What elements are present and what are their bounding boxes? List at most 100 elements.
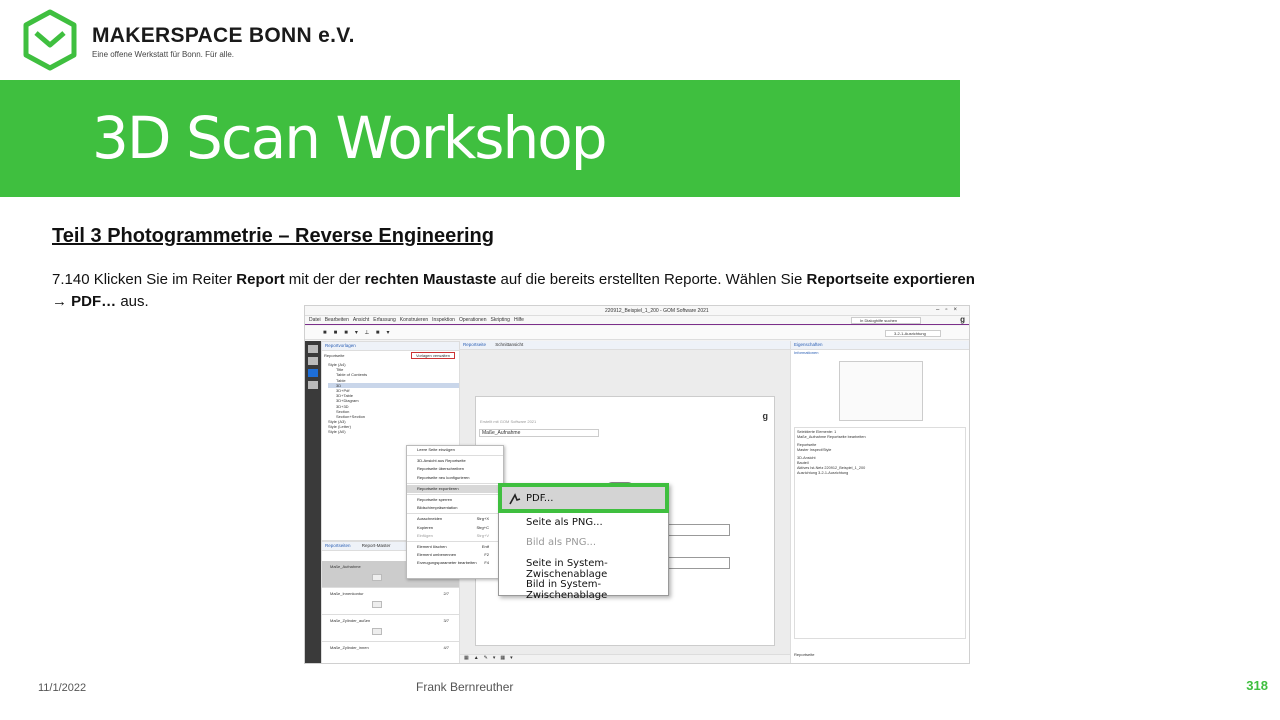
tab-schnittansicht[interactable]: Schnittansicht — [495, 342, 524, 347]
tree-item[interactable]: Section — [336, 408, 350, 414]
menu-item-png-page[interactable]: Seite als PNG... — [526, 517, 603, 528]
toolbar-icons[interactable]: ■■■▾⟂■▾ — [323, 330, 397, 336]
menu-bearbeiten[interactable]: Bearbeiten — [324, 317, 349, 323]
menu-erfassung[interactable]: Erfassung — [373, 317, 396, 323]
tab-reportvorlagen[interactable]: Reportvorlagen — [322, 342, 459, 351]
context-menu-label: Einfügen — [417, 532, 433, 538]
menu-separator — [407, 493, 503, 495]
tree-item[interactable]: 3D+3D — [336, 403, 349, 409]
tree-item[interactable]: Table — [336, 377, 346, 383]
menu-item-png-image[interactable]: Bild als PNG... — [526, 537, 597, 548]
context-menu-label: Bildschirmpräsentation — [417, 505, 458, 511]
alignment-select[interactable]: 3-2-1-Ausrichtung — [885, 330, 941, 337]
help-search-input[interactable]: In Dialoghilfe suchen — [851, 317, 921, 324]
context-menu-label: Element umbenennen — [417, 552, 457, 558]
context-menu-label: Ausschneiden — [417, 516, 443, 522]
menu-separator — [407, 482, 503, 484]
context-menu-item[interactable]: Leere Seite einzügen — [407, 446, 503, 454]
context-menu-label: Reportseite überschreiben — [417, 466, 464, 472]
tab-report-master[interactable]: Report-Master — [361, 543, 391, 548]
menu-item-clipboard-page[interactable]: Seite in System-Zwischenablage — [526, 558, 608, 580]
context-menu-item[interactable]: Reportseite sperren — [407, 496, 503, 504]
property-row: Reportseite — [797, 443, 817, 447]
report-thumb-icon — [372, 574, 382, 581]
instr-part: mit der der — [284, 271, 365, 288]
tab-eigenschaften[interactable]: Eigenschaften — [791, 341, 969, 350]
context-menu-item[interactable]: Reportseite neu konfigurieren — [407, 474, 503, 482]
report-card[interactable]: Maße_Zylinder_außen 3/7 — [322, 615, 459, 642]
brand: MAKERSPACE BONN e.V. Eine offene Werksta… — [92, 24, 355, 59]
tree-item[interactable]: Style (A3) — [328, 419, 346, 425]
menu-datei[interactable]: Datei — [309, 317, 321, 323]
shortcut-key: Strg+V — [476, 532, 489, 538]
report-card-page: 3/7 — [443, 618, 449, 623]
menu-separator — [407, 455, 503, 457]
grid-icon[interactable] — [308, 381, 318, 389]
report-card-name: Maße_Aufnahme — [330, 564, 361, 569]
tree-item[interactable]: 3D+Pdf — [336, 387, 350, 393]
page-title-field[interactable]: Maße_Aufnahme — [479, 429, 599, 437]
report-card[interactable]: Maße_Zylinder_innen 4/7 — [322, 642, 459, 663]
tree-item[interactable]: 3D+Table — [336, 393, 354, 399]
context-menu-label: Leere Seite einzügen — [417, 447, 455, 452]
properties-panel: Eigenschaften Informationen Selektierte … — [790, 341, 969, 663]
brand-name: MAKERSPACE BONN e.V. — [92, 24, 355, 47]
instr-bold: Report — [236, 271, 285, 288]
window-controls[interactable]: –▫× — [936, 307, 963, 313]
tree-item[interactable]: 3D+Diagram — [336, 398, 359, 404]
tree-item[interactable]: Style (A4) — [328, 362, 346, 367]
page-statusbar[interactable]: ▦▲✎▾▦▾ — [460, 654, 790, 663]
home-icon[interactable] — [308, 345, 318, 353]
shortcut-key: F4 — [484, 560, 489, 566]
context-menu-item[interactable]: Element umbenennen F2 — [407, 551, 503, 559]
context-menu-item[interactable]: Reportseite exportieren — [407, 484, 503, 493]
window-titlebar: 220912_Beispiel_1_200 - GOM Software 202… — [305, 306, 969, 316]
menu-hilfe[interactable]: Hilfe — [513, 317, 524, 323]
tree-item[interactable]: Title — [336, 367, 344, 373]
report-card-name: Maße_Zylinder_außen — [330, 618, 371, 623]
menu-separator — [407, 540, 503, 542]
template-header: Reportseite Vorlagen verwalten — [322, 351, 459, 360]
context-menu-item[interactable]: Reportseite überschreiben — [407, 465, 503, 473]
properties-footer: Reportseite — [794, 652, 815, 657]
report-thumb-icon — [372, 601, 382, 608]
tab-reportseiten[interactable]: Reportseiten — [325, 543, 351, 548]
gom-page-logo-icon: g — [762, 411, 769, 421]
shortcut-key: F2 — [484, 552, 489, 558]
property-list: Selektierte Elemente: 1 Maße_Aufnahme Re… — [794, 427, 966, 639]
property-row: Ausrichtung 3-2-1-Ausrichtung — [797, 471, 849, 475]
context-menu-item[interactable]: Einfügen Strg+V — [407, 532, 503, 540]
manage-templates-button[interactable]: Vorlagen verwalten — [410, 352, 455, 359]
context-menu-item[interactable]: 3D-Ansicht aus Reportseite — [407, 457, 503, 465]
menu-operationen[interactable]: Operationen — [458, 317, 487, 323]
tree-item[interactable]: Table of Contents — [336, 372, 368, 378]
menu-item-pdf-label: PDF... — [526, 493, 554, 504]
menu-item-pdf[interactable]: PDF... — [498, 483, 669, 513]
shortcut-key: Strg+C — [476, 524, 489, 530]
menu-inspektion[interactable]: Inspektion — [432, 317, 455, 323]
menu-skripting[interactable]: Skripting — [490, 317, 510, 323]
instr-bold: → PDF… — [52, 293, 117, 310]
property-row: Aktives Ist-Netz 220912_Beispiel_1_200 — [797, 466, 866, 470]
tree-item[interactable]: Section+Section — [336, 413, 366, 419]
tab-reportseite[interactable]: Reportseite — [463, 342, 487, 347]
tab-informationen[interactable]: Informationen — [794, 350, 819, 355]
report-card[interactable]: Maße_Innenkontur 2/7 — [322, 588, 459, 615]
context-menu-item[interactable]: Bildschirmpräsentation — [407, 504, 503, 512]
tree-item[interactable]: 3D — [328, 382, 459, 388]
menu-konstruieren[interactable]: Konstruieren — [399, 317, 429, 323]
report-workspace-icon[interactable] — [308, 369, 318, 377]
menu-ansicht[interactable]: Ansicht — [352, 317, 370, 323]
menu-item-clipboard-image[interactable]: Bild in System-Zwischenablage — [526, 579, 608, 601]
tree-item[interactable]: Style (Letter) — [328, 424, 351, 430]
brand-tagline: Eine offene Werkstatt für Bonn. Für alle… — [92, 50, 234, 59]
instr-bold: rechten Maustaste — [364, 271, 497, 288]
tree-item[interactable]: Style (A0) — [328, 429, 346, 435]
makerspace-logo-icon — [23, 9, 77, 71]
inspect-icon[interactable] — [308, 357, 318, 365]
